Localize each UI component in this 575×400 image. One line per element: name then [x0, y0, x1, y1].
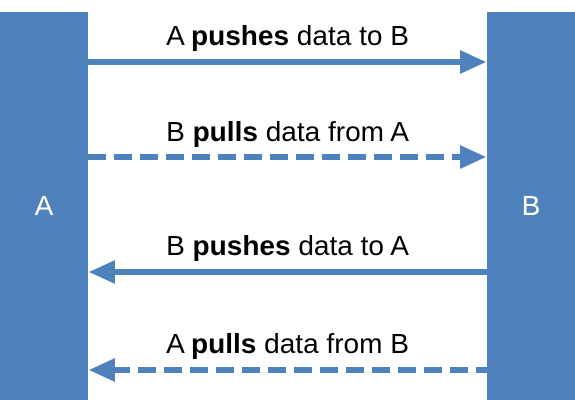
node-b: B [487, 12, 575, 400]
arrow-label-b-pulls-from-a: B pulls data from A [166, 116, 409, 147]
arrow-label-a-pushes-to-b: A pushes data to B [166, 20, 409, 51]
arrow-b-pulls-from-a [88, 145, 486, 169]
arrow-a-pulls-from-b [89, 358, 487, 382]
arrow-a-pushes-to-b [88, 50, 486, 74]
arrow-label-b-pushes-to-a: B pushes data to A [166, 230, 409, 261]
node-a-label: A [34, 190, 54, 221]
arrow-label-a-pulls-from-b: A pulls data from B [166, 328, 409, 359]
node-a: A [0, 12, 88, 400]
node-b-label: B [521, 190, 541, 221]
arrow-b-pushes-to-a [89, 260, 487, 284]
